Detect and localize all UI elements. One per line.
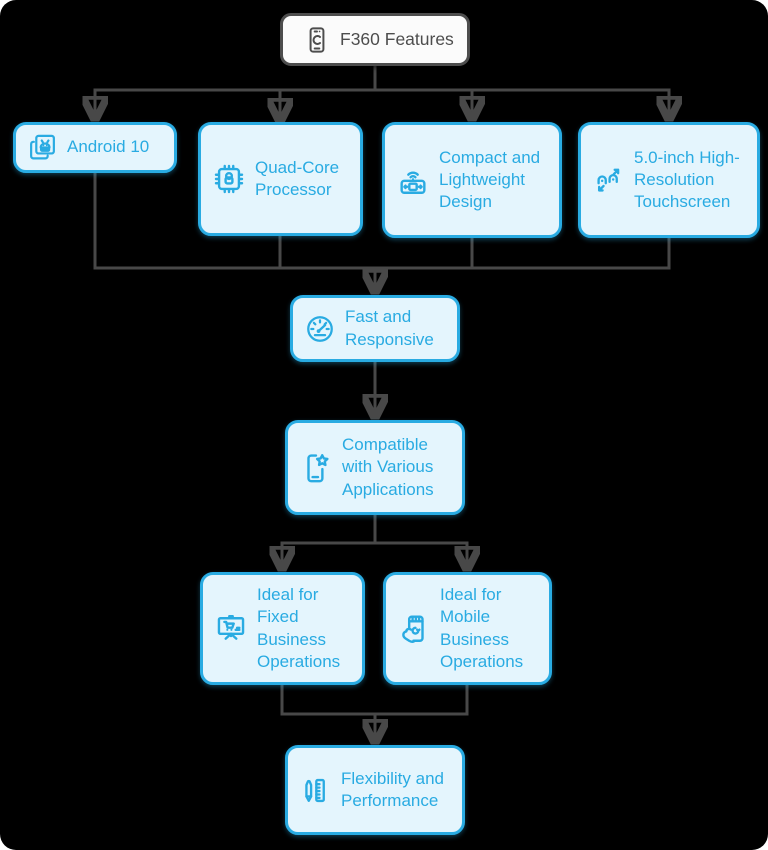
node-fast-and-responsive: Fast and Responsive: [290, 295, 460, 362]
node-label: Fast and Responsive: [345, 307, 434, 349]
node-compatible-various-applications: Compatible with Various Applications: [285, 420, 465, 515]
phone-refresh-icon: [303, 26, 331, 54]
node-android-10: Android 10: [13, 122, 177, 173]
cpu-chip-icon: [212, 162, 246, 196]
node-label: Ideal for Mobile Business Operations: [440, 585, 524, 671]
node-label: Quad-Core Processor: [255, 157, 340, 199]
node-label: F360 Features: [340, 29, 454, 50]
node-label: Ideal for Fixed Business Operations: [257, 585, 341, 671]
device-wireless-icon: [396, 163, 430, 197]
node-ideal-fixed-business: Ideal for Fixed Business Operations: [200, 572, 365, 685]
node-label: Compact and Lightweight Design: [439, 147, 541, 212]
node-f360-features: F360 Features: [280, 13, 470, 66]
node-label: Compatible with Various Applications: [342, 435, 434, 499]
node-label: Android 10: [67, 137, 150, 157]
node-flexibility-performance: Flexibility and Performance: [285, 745, 465, 835]
speedometer-icon: [304, 313, 336, 345]
node-label: 5.0-inch High-Resolution Touchscreen: [634, 147, 740, 212]
node-label: Flexibility and Performance: [341, 768, 444, 810]
phone-star-icon: [299, 451, 333, 485]
kiosk-cart-icon: [214, 612, 248, 646]
hand-phone-store-icon: [397, 612, 431, 646]
node-compact-lightweight-design: Compact and Lightweight Design: [382, 122, 562, 238]
touch-flex-icon: [592, 164, 625, 197]
android-layers-icon: [27, 132, 58, 163]
node-ideal-mobile-business: Ideal for Mobile Business Operations: [383, 572, 552, 685]
node-quad-core-processor: Quad-Core Processor: [198, 122, 363, 236]
node-high-resolution-touchscreen: 5.0-inch High-Resolution Touchscreen: [578, 122, 760, 238]
pencil-ruler-icon: [299, 774, 332, 807]
